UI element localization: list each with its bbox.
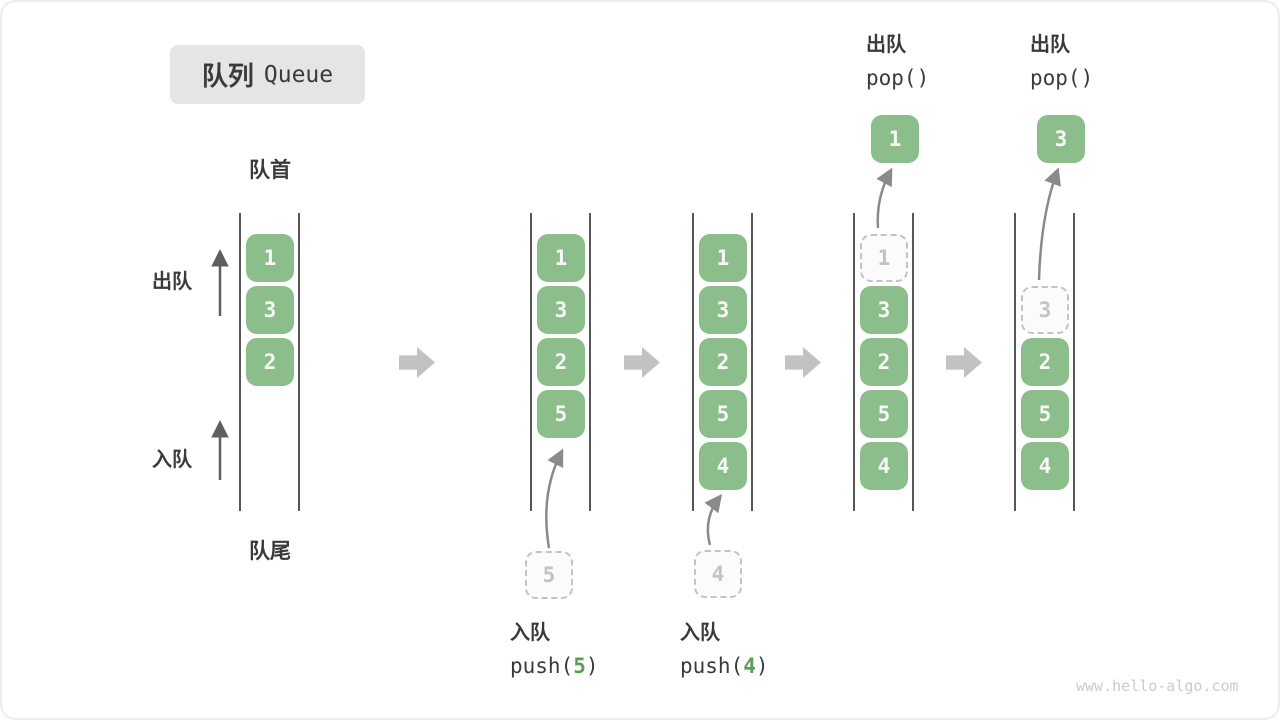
op-pop-a-name: 出队	[866, 34, 906, 56]
title-en: Queue	[263, 61, 334, 88]
title-chip: 队列 Queue	[170, 45, 365, 104]
queue4-popped-ghost: 1	[860, 234, 908, 282]
queue2-cell: 3	[537, 286, 585, 334]
queue-walls-5	[1014, 213, 1075, 511]
queue1-cell: 2	[246, 338, 294, 386]
queue-walls-3	[692, 213, 753, 511]
queue5-popped-cell: 3	[1037, 115, 1085, 163]
op-pop-b: 出队 pop()	[1030, 29, 1093, 95]
op-push-5-code: push(5)	[510, 654, 599, 678]
queue-walls-1	[239, 213, 300, 511]
title-zh: 队列	[201, 61, 254, 91]
queue-walls-4	[853, 213, 914, 511]
push-arg-5: 5	[573, 654, 586, 678]
queue3-cell: 3	[699, 286, 747, 334]
label-dequeue: 出队	[152, 271, 192, 293]
queue4-cell: 5	[860, 390, 908, 438]
queue2-cell: 5	[537, 390, 585, 438]
queue3-cell: 2	[699, 338, 747, 386]
step-arrow-icon	[785, 347, 821, 378]
push-arg-4: 4	[743, 654, 756, 678]
queue-walls-2	[530, 213, 591, 511]
op-push-4-code: push(4)	[680, 654, 769, 678]
queue5-cell: 4	[1021, 442, 1069, 490]
queue4-cell: 4	[860, 442, 908, 490]
label-queue-front: 队首	[249, 159, 291, 182]
queue4-cell: 2	[860, 338, 908, 386]
label-enqueue: 入队	[152, 449, 192, 471]
queue3-incoming-ghost: 4	[694, 550, 742, 598]
queue5-cell: 2	[1021, 338, 1069, 386]
queue3-cell: 1	[699, 234, 747, 282]
op-push-4: 入队 push(4)	[680, 617, 769, 683]
queue3-cell: 4	[699, 442, 747, 490]
queue5-cell: 5	[1021, 390, 1069, 438]
queue1-cell: 3	[246, 286, 294, 334]
op-pop-a-code: pop()	[866, 66, 930, 90]
step-arrow-icon	[946, 347, 982, 378]
step-arrow-icon	[399, 347, 435, 378]
op-push-4-name: 入队	[680, 622, 720, 644]
queue4-popped-cell: 1	[871, 115, 919, 163]
label-queue-rear: 队尾	[249, 540, 291, 563]
op-push-5-name: 入队	[510, 622, 550, 644]
queue2-cell: 1	[537, 234, 585, 282]
queue3-cell: 5	[699, 390, 747, 438]
op-push-5: 入队 push(5)	[510, 617, 599, 683]
queue2-cell: 2	[537, 338, 585, 386]
op-pop-b-name: 出队	[1030, 34, 1070, 56]
queue5-popped-ghost: 3	[1021, 286, 1069, 334]
queue1-cell: 1	[246, 234, 294, 282]
queue4-cell: 3	[860, 286, 908, 334]
queue2-incoming-ghost: 5	[525, 551, 573, 599]
watermark: www.hello-algo.com	[1076, 677, 1239, 695]
op-pop-a: 出队 pop()	[866, 29, 929, 95]
op-pop-b-code: pop()	[1030, 66, 1094, 90]
step-arrow-icon	[624, 347, 660, 378]
